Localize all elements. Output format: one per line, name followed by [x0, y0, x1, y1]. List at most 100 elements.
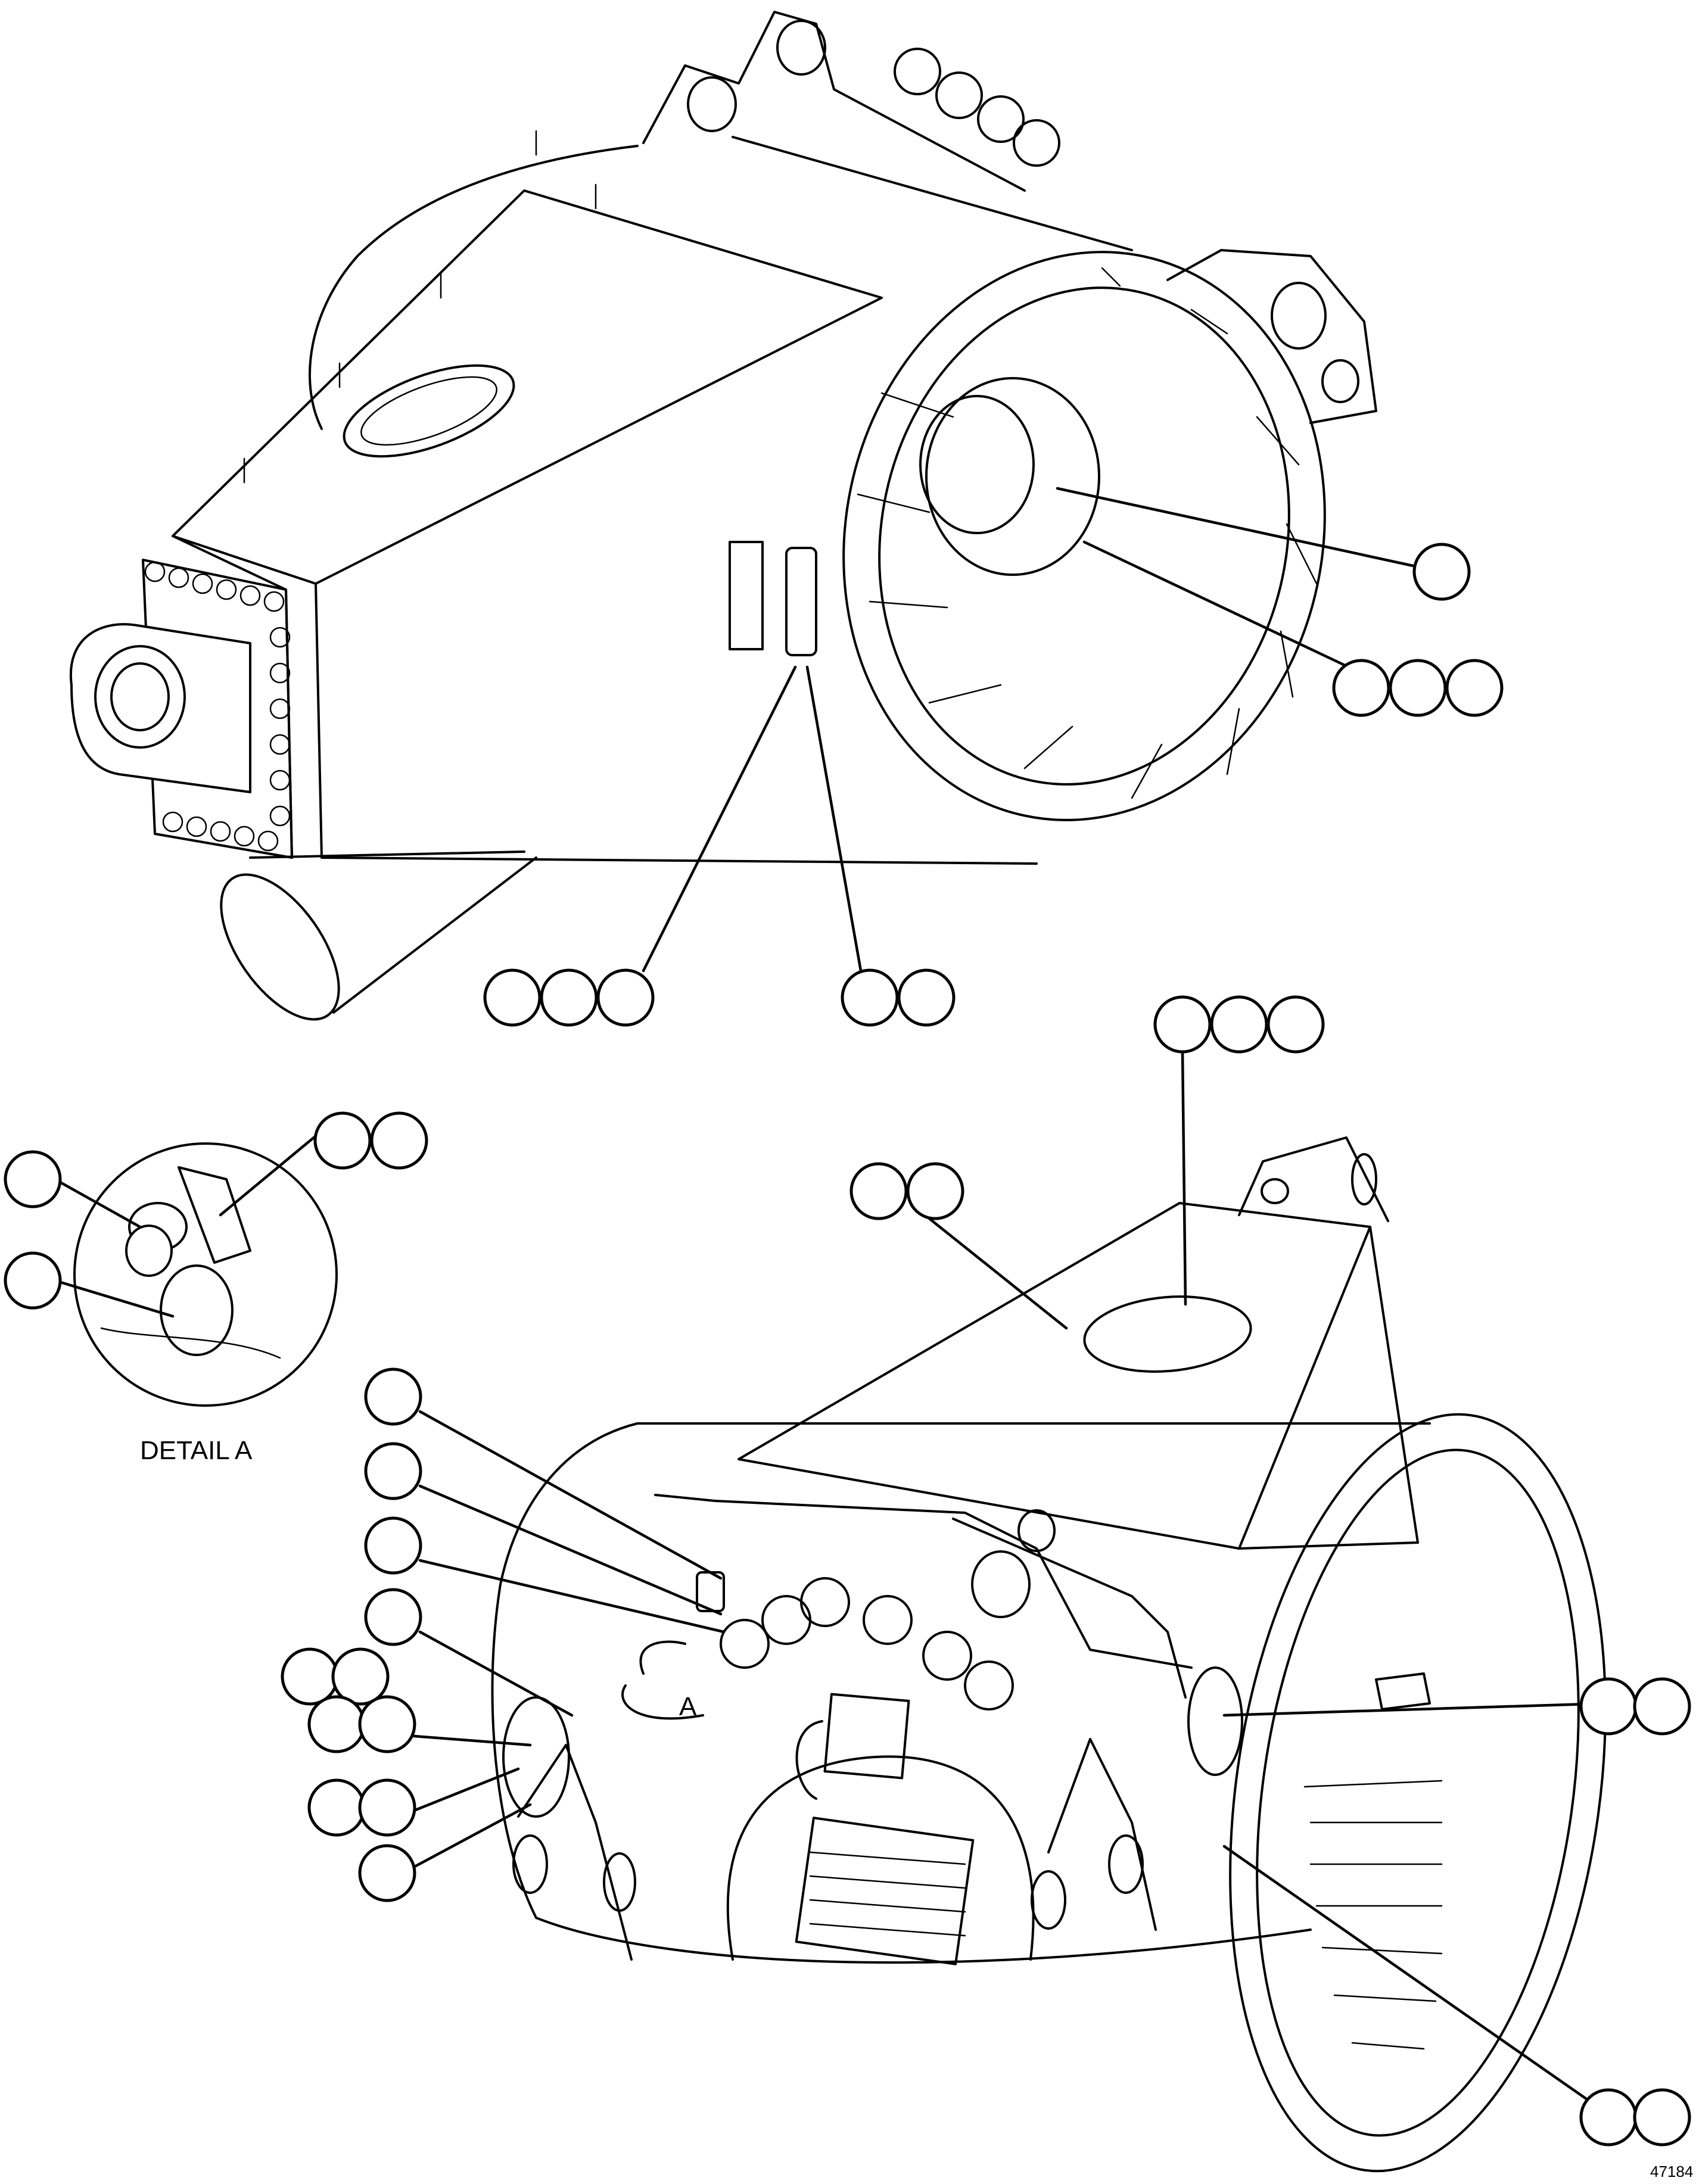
upper-box-side — [315, 582, 1038, 865]
upper-housing-ridge — [732, 136, 1133, 251]
callout-balloon — [4, 1150, 62, 1208]
lower-junction-cable — [795, 1720, 823, 1800]
lower-side-cover-right — [1187, 1666, 1243, 1776]
callout-balloon — [841, 968, 899, 1027]
upper-eye-lug — [69, 623, 251, 793]
callout-balloon — [358, 1778, 416, 1837]
upper-drum-ribs — [857, 267, 1318, 799]
callout-balloon — [1332, 659, 1390, 717]
lower-front-opening — [726, 1755, 1035, 1961]
callout-balloon — [897, 968, 956, 1027]
callout-balloon — [1389, 659, 1447, 717]
callout-balloon — [4, 1251, 62, 1310]
upper-drum-inner-ring — [878, 286, 1290, 786]
callout-balloon — [1412, 543, 1471, 601]
upper-access-cover-inner — [360, 376, 497, 446]
upper-right-lug-hole-1 — [1271, 282, 1327, 350]
callout-balloon — [906, 1162, 964, 1220]
upper-housing-top-curve — [309, 145, 639, 430]
lower-arm-rail — [952, 1518, 1187, 1699]
lower-ring-ribs — [1303, 1780, 1443, 2050]
lower-ring-outer — [1229, 1413, 1607, 2173]
detail-a-shaft-line — [100, 1327, 281, 1359]
lower-arm-upper — [654, 1494, 1193, 1669]
callout-balloon — [1633, 1677, 1691, 1736]
upper-terminal-plate — [729, 541, 764, 650]
lower-side-cover-left — [502, 1696, 570, 1818]
lower-junction-box — [823, 1693, 910, 1780]
callout-balloon — [364, 1516, 422, 1575]
callout-balloon — [849, 1162, 908, 1220]
callout-balloon — [358, 1695, 416, 1753]
detail-a-view: DETAIL A — [73, 1142, 338, 1465]
lower-top-lug — [1238, 1136, 1389, 1222]
upper-flange-bolts — [144, 561, 291, 852]
upper-box-top-plate — [172, 189, 883, 585]
upper-drum-hub-inner — [919, 395, 1035, 534]
upper-eye-bore-outer — [94, 645, 186, 749]
upper-right-lug-hole-2 — [1321, 359, 1359, 403]
upper-access-cover — [343, 364, 515, 458]
upper-top-brackets — [642, 11, 1026, 192]
lower-top-box-plate — [737, 1202, 1371, 1550]
callout-balloon — [540, 968, 598, 1027]
lower-assembly: A — [491, 1136, 1607, 2173]
upper-drum-hub-outer — [925, 377, 1100, 576]
callout-balloon — [364, 1442, 422, 1500]
upper-studs — [243, 130, 597, 484]
callout-balloon — [331, 1647, 390, 1706]
lower-cylinder-left-edge — [491, 1422, 639, 1919]
callout-balloon — [1210, 995, 1268, 1054]
callout-balloon — [483, 968, 542, 1027]
lower-cylinder-bottom-edge — [535, 1917, 1312, 1964]
lower-access-cover — [1083, 1295, 1252, 1373]
leader-lines — [53, 487, 1610, 2116]
callout-balloon — [370, 1111, 428, 1170]
lower-ring-bracket — [1375, 1672, 1431, 1711]
detail-a-title: DETAIL A — [140, 1436, 253, 1465]
upper-tube-end — [220, 873, 340, 1021]
lower-louvers — [809, 1851, 966, 1937]
lower-upper-hub-small — [1017, 1509, 1056, 1552]
callout-balloon — [358, 1844, 416, 1902]
callout-balloon — [596, 968, 655, 1027]
lower-gear-hubs — [720, 1577, 1014, 1711]
callout-balloon — [364, 1367, 422, 1426]
callout-balloons — [4, 543, 1691, 2146]
callout-balloon — [1633, 2088, 1691, 2146]
callout-balloon — [281, 1647, 339, 1706]
detail-a-bracket — [178, 1166, 251, 1264]
upper-tube-top — [249, 850, 525, 859]
lower-bracket-lugs — [512, 1738, 1157, 1961]
drawing-number: 47184 — [1650, 2163, 1693, 2180]
callout-balloon — [313, 1111, 372, 1170]
callout-balloon — [1445, 659, 1504, 717]
upper-side-cover — [785, 547, 817, 656]
lower-top-lug-hole — [1261, 1178, 1289, 1204]
view-a-arrow-upper — [639, 1640, 686, 1675]
detail-a-bolt-head — [125, 1225, 173, 1277]
lower-louver-frame — [795, 1817, 975, 1965]
callout-balloon — [307, 1778, 366, 1837]
detail-a-circle — [73, 1142, 338, 1407]
callout-balloon — [1266, 995, 1325, 1054]
upper-drum-outer-ring — [842, 251, 1326, 821]
lower-top-lug-bore — [1351, 1153, 1377, 1205]
callout-balloon — [307, 1695, 366, 1753]
lower-top-box-side — [1238, 1226, 1419, 1550]
detail-a-shaft-end — [160, 1264, 234, 1356]
upper-gear-hubs — [894, 48, 1060, 167]
upper-bracket-hole-1 — [687, 76, 737, 132]
view-a-marker: A — [679, 1692, 697, 1721]
upper-assembly — [69, 11, 1377, 1021]
callout-balloon — [1153, 995, 1212, 1054]
callout-balloon — [1579, 2088, 1638, 2146]
view-a-arrow-lower — [621, 1684, 704, 1720]
upper-tube-bottom — [332, 856, 537, 1014]
upper-eye-bore-inner — [110, 662, 170, 731]
upper-bracket-hole-2 — [776, 20, 826, 76]
upper-right-lug — [1166, 249, 1377, 424]
callout-balloon — [364, 1588, 422, 1646]
callout-balloon — [1579, 1677, 1638, 1736]
